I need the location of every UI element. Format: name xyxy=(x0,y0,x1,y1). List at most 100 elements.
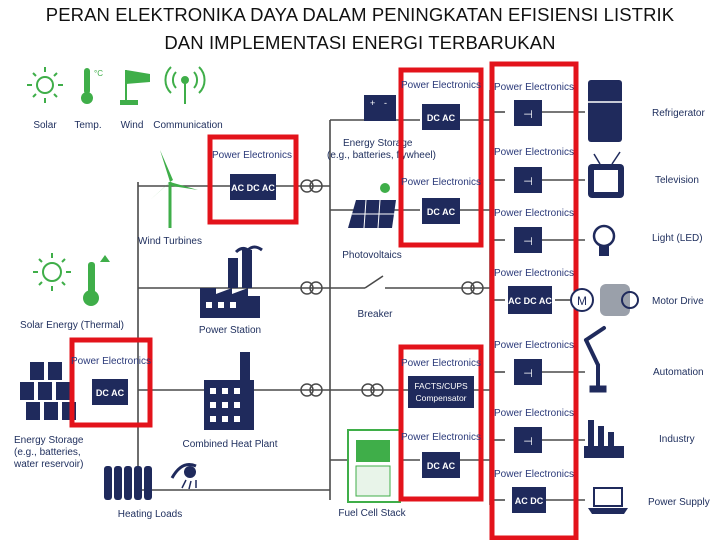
load-label-light: Light (LED) xyxy=(652,233,703,244)
label-heating-loads: Heating Loads xyxy=(118,509,183,520)
converter-dcac-top-1-label: DC AC xyxy=(427,113,456,123)
battery-bank-icon xyxy=(20,362,76,420)
page-title-line2: DAN IMPLEMENTASI ENERGI TERBARUKAN xyxy=(164,32,556,53)
robot-arm-icon xyxy=(584,326,607,393)
pe-loads-group: Power Electronics ⊣ Power Electronics ⊣ … xyxy=(489,61,579,540)
converter-dcac-bottom-label: DC AC xyxy=(427,461,456,471)
converter-dcac-top-2 xyxy=(422,198,460,224)
converter-acdc-supply-label: AC DC xyxy=(515,496,544,506)
industry-icon xyxy=(584,420,624,458)
label-power-station: Power Station xyxy=(199,325,261,336)
sun-icon xyxy=(27,67,63,103)
converter-acdcac-motor-label: AC DC AC xyxy=(508,296,552,306)
switch-icon: ⊣ xyxy=(523,109,533,121)
breaker-icon xyxy=(364,275,384,289)
television-icon xyxy=(588,151,624,198)
pe-storage-label: Power Electronics xyxy=(71,356,151,367)
load-label-refrigerator: Refrigerator xyxy=(652,108,705,119)
label-energy-storage-left-3: water reservoir) xyxy=(13,459,83,470)
top-icons: Solar °C Temp. Wind Communication xyxy=(27,66,223,131)
antenna-icon xyxy=(164,66,206,104)
converter-switch-5 xyxy=(514,359,542,385)
load-label-industry: Industry xyxy=(659,434,695,445)
label-breaker: Breaker xyxy=(357,309,393,320)
label-combined-heat-plant: Combined Heat Plant xyxy=(182,439,277,450)
switch-icon: ⊣ xyxy=(523,368,533,380)
label-energy-storage-top-1: Energy Storage xyxy=(343,138,413,149)
converter-facts xyxy=(408,376,474,408)
pe-bottom-group: Power Electronics FACTS/CUPS Compensator… xyxy=(398,344,484,502)
pe-top-label-1: Power Electronics xyxy=(401,80,481,91)
svg-text:-: - xyxy=(384,98,387,108)
heat-plant-icon xyxy=(204,352,254,430)
fuel-cell-icon xyxy=(347,429,401,503)
label-energy-storage-left-1: Energy Storage xyxy=(14,435,84,446)
switch-icon: ⊣ xyxy=(523,176,533,188)
converter-switch-1 xyxy=(514,100,542,126)
refrigerator-icon xyxy=(588,80,622,142)
converter-switch-3 xyxy=(514,227,542,253)
windsock-icon xyxy=(120,70,150,105)
pe-loads-label-7: Power Electronics xyxy=(494,469,574,480)
load-label-motor-drive: Motor Drive xyxy=(652,296,704,307)
laptop-icon xyxy=(588,487,628,514)
converter-dcac-top-2-label: DC AC xyxy=(427,207,456,217)
page-title-line1: PERAN ELEKTRONIKA DAYA DALAM PENINGKATAN… xyxy=(45,4,675,25)
pe-wind-group: Power Electronics AC DC AC xyxy=(207,134,299,225)
icon-label-communication: Communication xyxy=(153,120,222,131)
pe-bottom-label-1: Power Electronics xyxy=(401,358,481,369)
converter-facts-label-1: FACTS/CUPS xyxy=(414,381,468,391)
converter-acdc-supply xyxy=(512,487,546,513)
converter-dcac-top-1 xyxy=(422,104,460,130)
label-energy-storage-left-2: (e.g., batteries, xyxy=(14,447,81,458)
pe-loads-label-6: Power Electronics xyxy=(494,408,574,419)
svg-text:M: M xyxy=(577,294,587,308)
solar-thermal-icon xyxy=(33,253,110,306)
converter-switch-6 xyxy=(514,427,542,453)
converter-acdcac-wind-label: AC DC AC xyxy=(231,183,275,193)
label-fuel-cell-stack: Fuel Cell Stack xyxy=(338,508,406,519)
pe-top-group: Power Electronics DC AC Power Electronic… xyxy=(398,67,484,248)
label-wind-turbines: Wind Turbines xyxy=(138,236,202,247)
icon-label-wind: Wind xyxy=(121,120,144,131)
label-energy-storage-top-2: (e.g., batteries, flywheel) xyxy=(327,150,436,161)
factory-icon xyxy=(200,245,263,318)
wind-turbine-icon xyxy=(150,150,198,228)
icon-label-temp: Temp. xyxy=(74,120,101,131)
label-solar-thermal: Solar Energy (Thermal) xyxy=(20,320,124,331)
pe-loads-label-2: Power Electronics xyxy=(494,147,574,158)
lightbulb-icon xyxy=(592,224,616,256)
converter-facts-label-2: Compensator xyxy=(415,393,466,403)
pe-storage-group: Power Electronics DC AC xyxy=(69,337,153,428)
thermometer-icon: °C xyxy=(81,68,103,104)
load-label-television: Television xyxy=(655,175,699,186)
load-label-automation: Automation xyxy=(653,367,704,378)
shower-icon xyxy=(170,463,197,490)
converter-dcac-storage xyxy=(92,379,128,405)
icon-label-solar: Solar xyxy=(33,120,57,131)
converter-dcac-bottom xyxy=(422,452,460,478)
battery-icon: +- xyxy=(364,95,396,121)
converter-acdcac-motor xyxy=(508,286,552,314)
label-photovoltaics: Photovoltaics xyxy=(342,250,401,261)
converter-dcac-storage-label: DC AC xyxy=(96,388,125,398)
switch-icon: ⊣ xyxy=(523,236,533,248)
svg-text:°C: °C xyxy=(94,69,103,78)
pe-bottom-label-2: Power Electronics xyxy=(401,432,481,443)
pe-wind-label: Power Electronics xyxy=(212,150,292,161)
pe-top-label-2: Power Electronics xyxy=(401,177,481,188)
load-label-power-supply: Power Supply xyxy=(648,497,710,508)
converter-switch-2 xyxy=(514,167,542,193)
converter-acdcac-wind xyxy=(230,174,276,200)
pe-loads-label-4: Power Electronics xyxy=(494,268,574,279)
radiator-icon xyxy=(104,466,152,500)
solar-panel-icon xyxy=(348,183,396,229)
pe-loads-label-1: Power Electronics xyxy=(494,82,574,93)
motor-icon: M xyxy=(570,284,639,316)
switch-icon: ⊣ xyxy=(523,436,533,448)
pe-loads-label-3: Power Electronics xyxy=(494,208,574,219)
pe-loads-label-5: Power Electronics xyxy=(494,340,574,351)
transformer-icons xyxy=(300,179,484,397)
svg-text:+: + xyxy=(370,98,375,108)
